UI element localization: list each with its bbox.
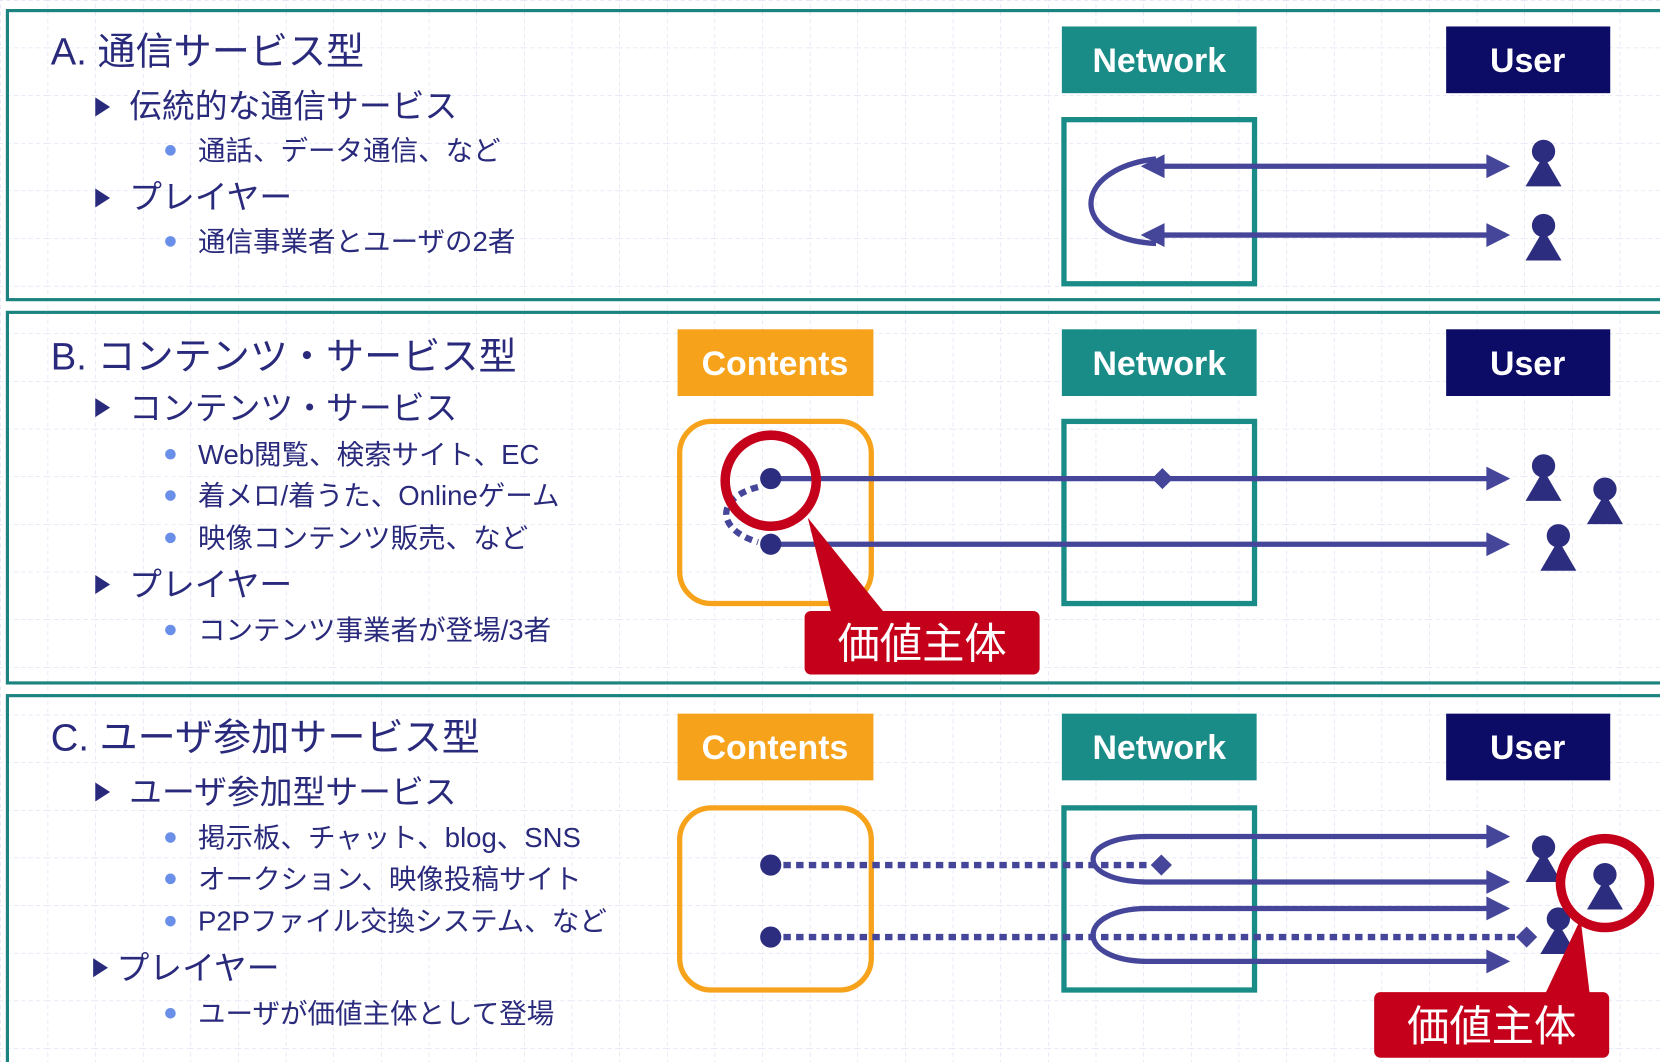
source-dot [760,854,782,876]
panel-a-heading-2: プレイヤー [129,179,292,216]
panel-b-bullet-1: Web閲覧、検索サイト、EC [198,439,539,470]
panel-a: A. 通信サービス型 伝統的な通信サービス 通話、データ通信、など プレイヤー … [5,9,1660,302]
source-dot [760,468,782,490]
network-label: Network [1092,729,1226,767]
panel-c: C. ユーザ参加サービス型 ユーザ参加型サービス 掲示板、チャット、blog、S… [5,694,1660,1062]
dot-bullet-icon [165,490,176,501]
panel-b: B. コンテンツ・サービス型 コンテンツ・サービス Web閲覧、検索サイト、EC… [5,310,1660,685]
dot-bullet-icon [165,448,176,460]
panel-b-bullet-4: コンテンツ事業者が登場/3者 [198,615,551,646]
triangle-bullet-icon [95,574,111,594]
contents-box [677,805,874,993]
network-label-box [1061,26,1257,94]
user-label-box [1446,329,1611,396]
contents-label: Contents [702,345,849,383]
contents-label-box [677,329,874,396]
panel-a-heading-1: 伝統的な通信サービス [129,88,457,125]
panel-a-title: A. 通信サービス型 [51,32,364,74]
flow-loop-upper [1090,824,1511,894]
relay-diamond [1516,926,1538,948]
panel-c-bullet-4: ユーザが価値主体として登場 [198,998,554,1029]
panel-a-border [5,9,1660,302]
network-box [1061,805,1258,993]
panel-c-heading-2: プレイヤー [116,949,279,986]
network-label-box [1061,329,1257,396]
panel-c-title: C. ユーザ参加サービス型 [51,717,480,760]
network-label: Network [1092,42,1226,80]
panel-a-bullet-2: 通信事業者とユーザの2者 [198,226,515,257]
flow-curve [1088,156,1157,247]
panel-b-bullet-2: 着メロ/着うた、Onlineゲーム [198,480,559,511]
highlight-ring [1555,833,1655,933]
triangle-bullet-icon [95,398,111,418]
dot-bullet-icon [165,873,176,885]
network-label: Network [1092,345,1226,383]
triangle-bullet-icon [93,958,108,978]
network-box [1061,418,1258,607]
user-label: User [1490,729,1565,767]
user-label: User [1490,42,1565,80]
value-holder-callout: 価値主体 [1374,919,1610,1058]
triangle-bullet-icon [95,782,111,802]
callout-box [804,610,1040,675]
panel-a-bullet-1: 通話、データ通信、など [198,135,501,166]
callout-text: 価値主体 [837,621,1006,668]
dot-bullet-icon [165,1008,176,1019]
callout-pointer [1543,919,1591,998]
user-label: User [1490,345,1565,383]
triangle-bullet-icon [95,97,111,117]
user-label-box [1446,713,1611,781]
panel-b-title: B. コンテンツ・サービス型 [51,337,517,379]
panel-c-bullet-1: 掲示板、チャット、blog、SNS [198,822,581,853]
panel-b-heading-2: プレイヤー [129,566,292,603]
dot-bullet-icon [165,532,176,544]
panel-c-heading-1: ユーザ参加型サービス [129,774,456,811]
panel-b-bullet-3: 映像コンテンツ販売、など [198,522,528,553]
dot-bullet-icon [165,832,176,843]
panel-c-border [5,694,1660,1062]
panel-b-border [5,310,1660,685]
dot-bullet-icon [165,236,176,247]
contents-label-box [677,713,874,781]
dot-bullet-icon [165,624,176,636]
triangle-bullet-icon [95,188,111,208]
source-dot [760,533,782,555]
callout-text: 価値主体 [1407,1003,1576,1050]
network-label-box [1061,713,1257,781]
network-box [1061,117,1258,287]
panel-c-bullet-2: オークション、映像投稿サイト [198,863,582,894]
relay-diamond [1150,854,1172,876]
dotted-flow-curve [723,483,759,546]
panel-b-heading-1: コンテンツ・サービス [129,389,457,426]
panel-c-bullet-3: P2Pファイル交換システム、など [198,906,607,937]
callout-box [1374,992,1610,1058]
dot-bullet-icon [165,915,176,927]
contents-label: Contents [702,729,849,767]
highlight-ring [720,430,822,531]
contents-box [677,418,874,607]
source-dot [760,926,782,948]
user-label-box [1446,26,1611,94]
dot-bullet-icon [165,145,176,156]
